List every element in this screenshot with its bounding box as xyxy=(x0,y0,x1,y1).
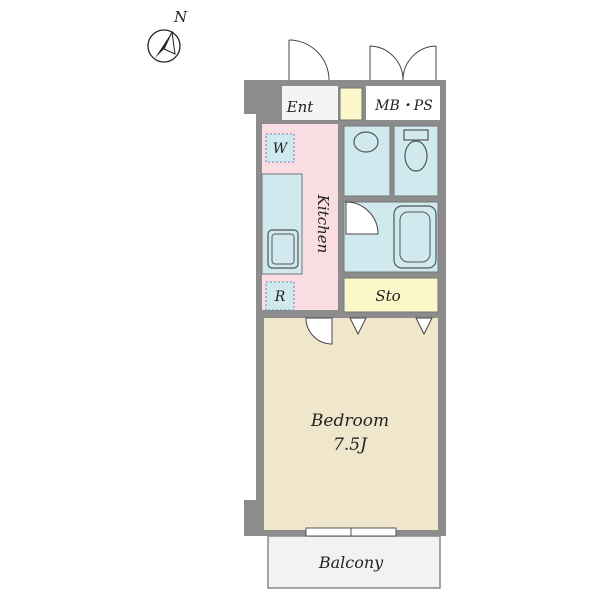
bathroom-door xyxy=(345,201,379,235)
washbasin-icon xyxy=(353,131,379,153)
washer-label: W xyxy=(273,141,289,157)
storage xyxy=(343,277,439,313)
entrance-door xyxy=(288,39,330,81)
north-arrow-half-icon xyxy=(163,30,176,55)
bedroom-label: Bedroom xyxy=(310,411,389,431)
bathtub-inner xyxy=(399,211,431,263)
entrance xyxy=(282,86,338,120)
compass-label: N xyxy=(173,8,188,26)
compass: N xyxy=(147,8,188,63)
entrance-label: Ent xyxy=(286,98,315,116)
kitchen-label: Kitchen xyxy=(314,194,332,254)
storage-label: Sto xyxy=(375,287,400,305)
wall-pillar-top xyxy=(244,80,282,114)
meter-box-doors xyxy=(369,45,437,81)
balcony-label: Balcony xyxy=(318,553,384,572)
bathtub-icon xyxy=(393,205,437,269)
bedroom-door xyxy=(305,317,333,345)
toilet-icon xyxy=(404,140,428,172)
shoe-cabinet xyxy=(339,87,363,121)
washer-space xyxy=(265,133,295,163)
refrigerator-space xyxy=(265,281,295,311)
sink-basin xyxy=(271,233,295,265)
meter-box xyxy=(366,86,440,120)
closet-door-left xyxy=(349,317,367,336)
bedroom-size: 7.5J xyxy=(333,435,368,455)
refrigerator-label: R xyxy=(274,289,286,305)
meter-box-label: MB・PS xyxy=(374,98,433,114)
toilet-tank-icon xyxy=(403,129,429,141)
bedroom xyxy=(264,318,438,530)
closet-door-right xyxy=(415,317,433,336)
sink-icon xyxy=(267,229,299,269)
north-arrow-icon xyxy=(155,32,172,58)
